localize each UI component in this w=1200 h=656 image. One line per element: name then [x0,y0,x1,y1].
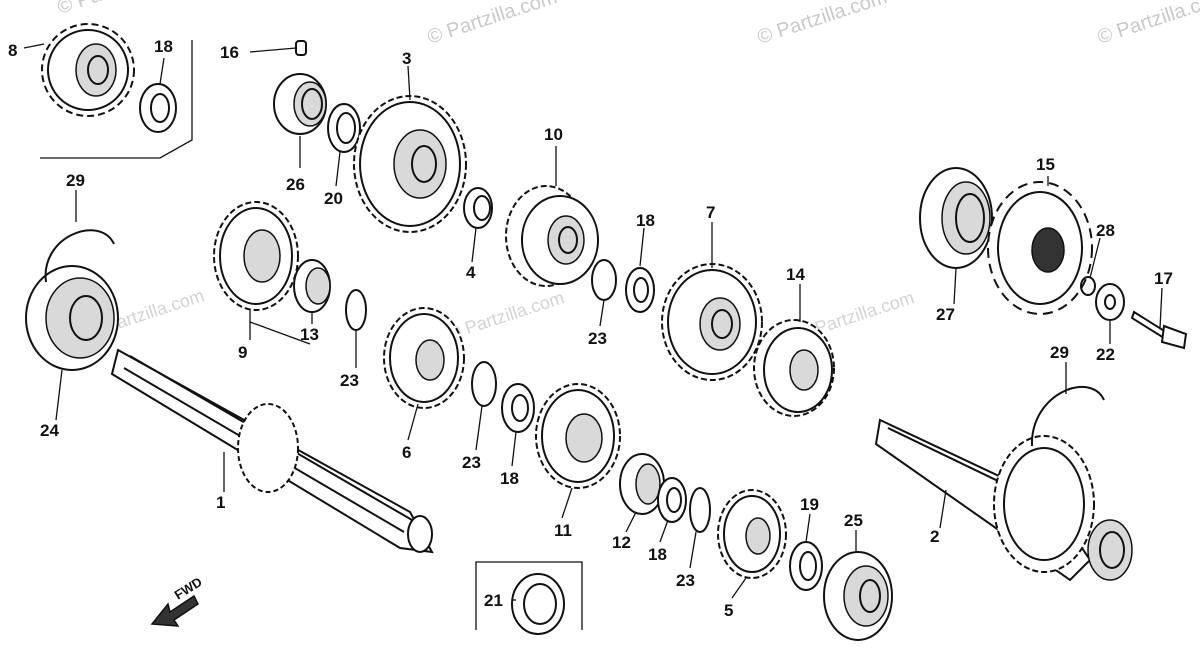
callout-20: 20 [324,189,343,208]
sprocket-part-15 [987,181,1093,315]
gear-part-8 [41,23,135,117]
callout-3: 3 [402,49,411,68]
callout-5: 5 [724,601,733,620]
callout-23: 23 [676,571,695,590]
needle-bearing-part-12 [619,453,665,515]
gear-part-7 [661,263,763,381]
callout-21: 21 [484,591,503,610]
callout-12: 12 [612,533,631,552]
callout-6: 6 [402,443,411,462]
callout-18: 18 [648,545,667,564]
callout-2: 2 [930,527,939,546]
leader-lines [23,43,1163,601]
callout-15: 15 [1036,155,1055,174]
washer-part-20 [327,103,361,153]
o-ring-part-28 [1080,276,1096,296]
callout-18: 18 [636,211,655,230]
gear-part-10 [505,185,599,287]
callout-19: 19 [800,495,819,514]
watermark: © Partzilla.com [755,0,890,49]
inset-bracket [40,40,193,159]
callout-29: 29 [1050,343,1069,362]
washer-part-22 [1095,283,1125,321]
gear-part-9 [213,201,299,311]
gear-part-5 [717,489,787,579]
bushing-part-4 [463,187,493,229]
watermark: © Partzilla.com [1095,0,1200,49]
inset-box-part-21 [475,561,583,635]
washer-part-18-middle [625,267,655,313]
callout-10: 10 [544,125,563,144]
gear-part-14 [753,319,835,417]
retaining-ring-part-29-right [1030,385,1105,447]
callout-18: 18 [154,37,173,56]
oil-seal-part-27 [919,167,993,269]
mainshaft-part-1 [110,348,434,554]
callout-23: 23 [588,329,607,348]
pin-part-16 [249,40,307,56]
washer-part-18-bottom [657,477,687,523]
gear-part-6 [383,307,465,409]
callout-1: 1 [216,493,225,512]
callout-23: 23 [462,453,481,472]
callout-26: 26 [286,175,305,194]
callout-labels: 8 18 16 3 10 15 26 20 29 18 7 28 4 14 17… [8,37,1173,620]
callout-11: 11 [554,521,572,540]
circlip-part-23-lower [471,361,497,407]
washer-part-18-lower [501,383,535,433]
fwd-label: FWD [172,574,205,602]
forward-direction-arrow: FWD [150,574,205,627]
circlip-part-23-middle [591,259,617,301]
callout-7: 7 [706,203,715,222]
callout-9: 9 [238,343,247,362]
callout-28: 28 [1096,221,1115,240]
callout-22: 22 [1096,345,1115,364]
callout-14: 14 [786,265,805,284]
retaining-ring-part-29-left [44,229,115,283]
callout-13: 13 [300,325,319,344]
needle-bearing-part-26 [273,73,327,135]
ball-bearing-part-25 [823,551,893,641]
watermark: © Partzilla.com [425,0,560,49]
ball-bearing-part-24 [25,265,119,371]
bolt-part-17 [1130,310,1188,350]
callout-23: 23 [340,371,359,390]
bushing-part-13 [293,259,331,313]
countershaft-part-2 [874,418,1133,582]
callout-17: 17 [1154,269,1173,288]
washer-part-19 [789,541,823,591]
callout-4: 4 [466,263,476,282]
callout-16: 16 [220,43,239,62]
watermark: © Partzilla.com [445,287,567,344]
callout-27: 27 [936,305,955,324]
gear-part-11 [535,383,621,489]
gear-part-3 [353,95,467,233]
watermark: © Partzilla.com [55,0,190,19]
washer-part-18-top [139,83,177,133]
callout-8: 8 [8,41,17,60]
callout-25: 25 [844,511,863,530]
callout-24: 24 [40,421,59,440]
circlip-part-23-bottom [689,487,711,533]
callout-18: 18 [500,469,519,488]
callout-29: 29 [66,171,85,190]
circlip-part-23-left [345,289,367,331]
